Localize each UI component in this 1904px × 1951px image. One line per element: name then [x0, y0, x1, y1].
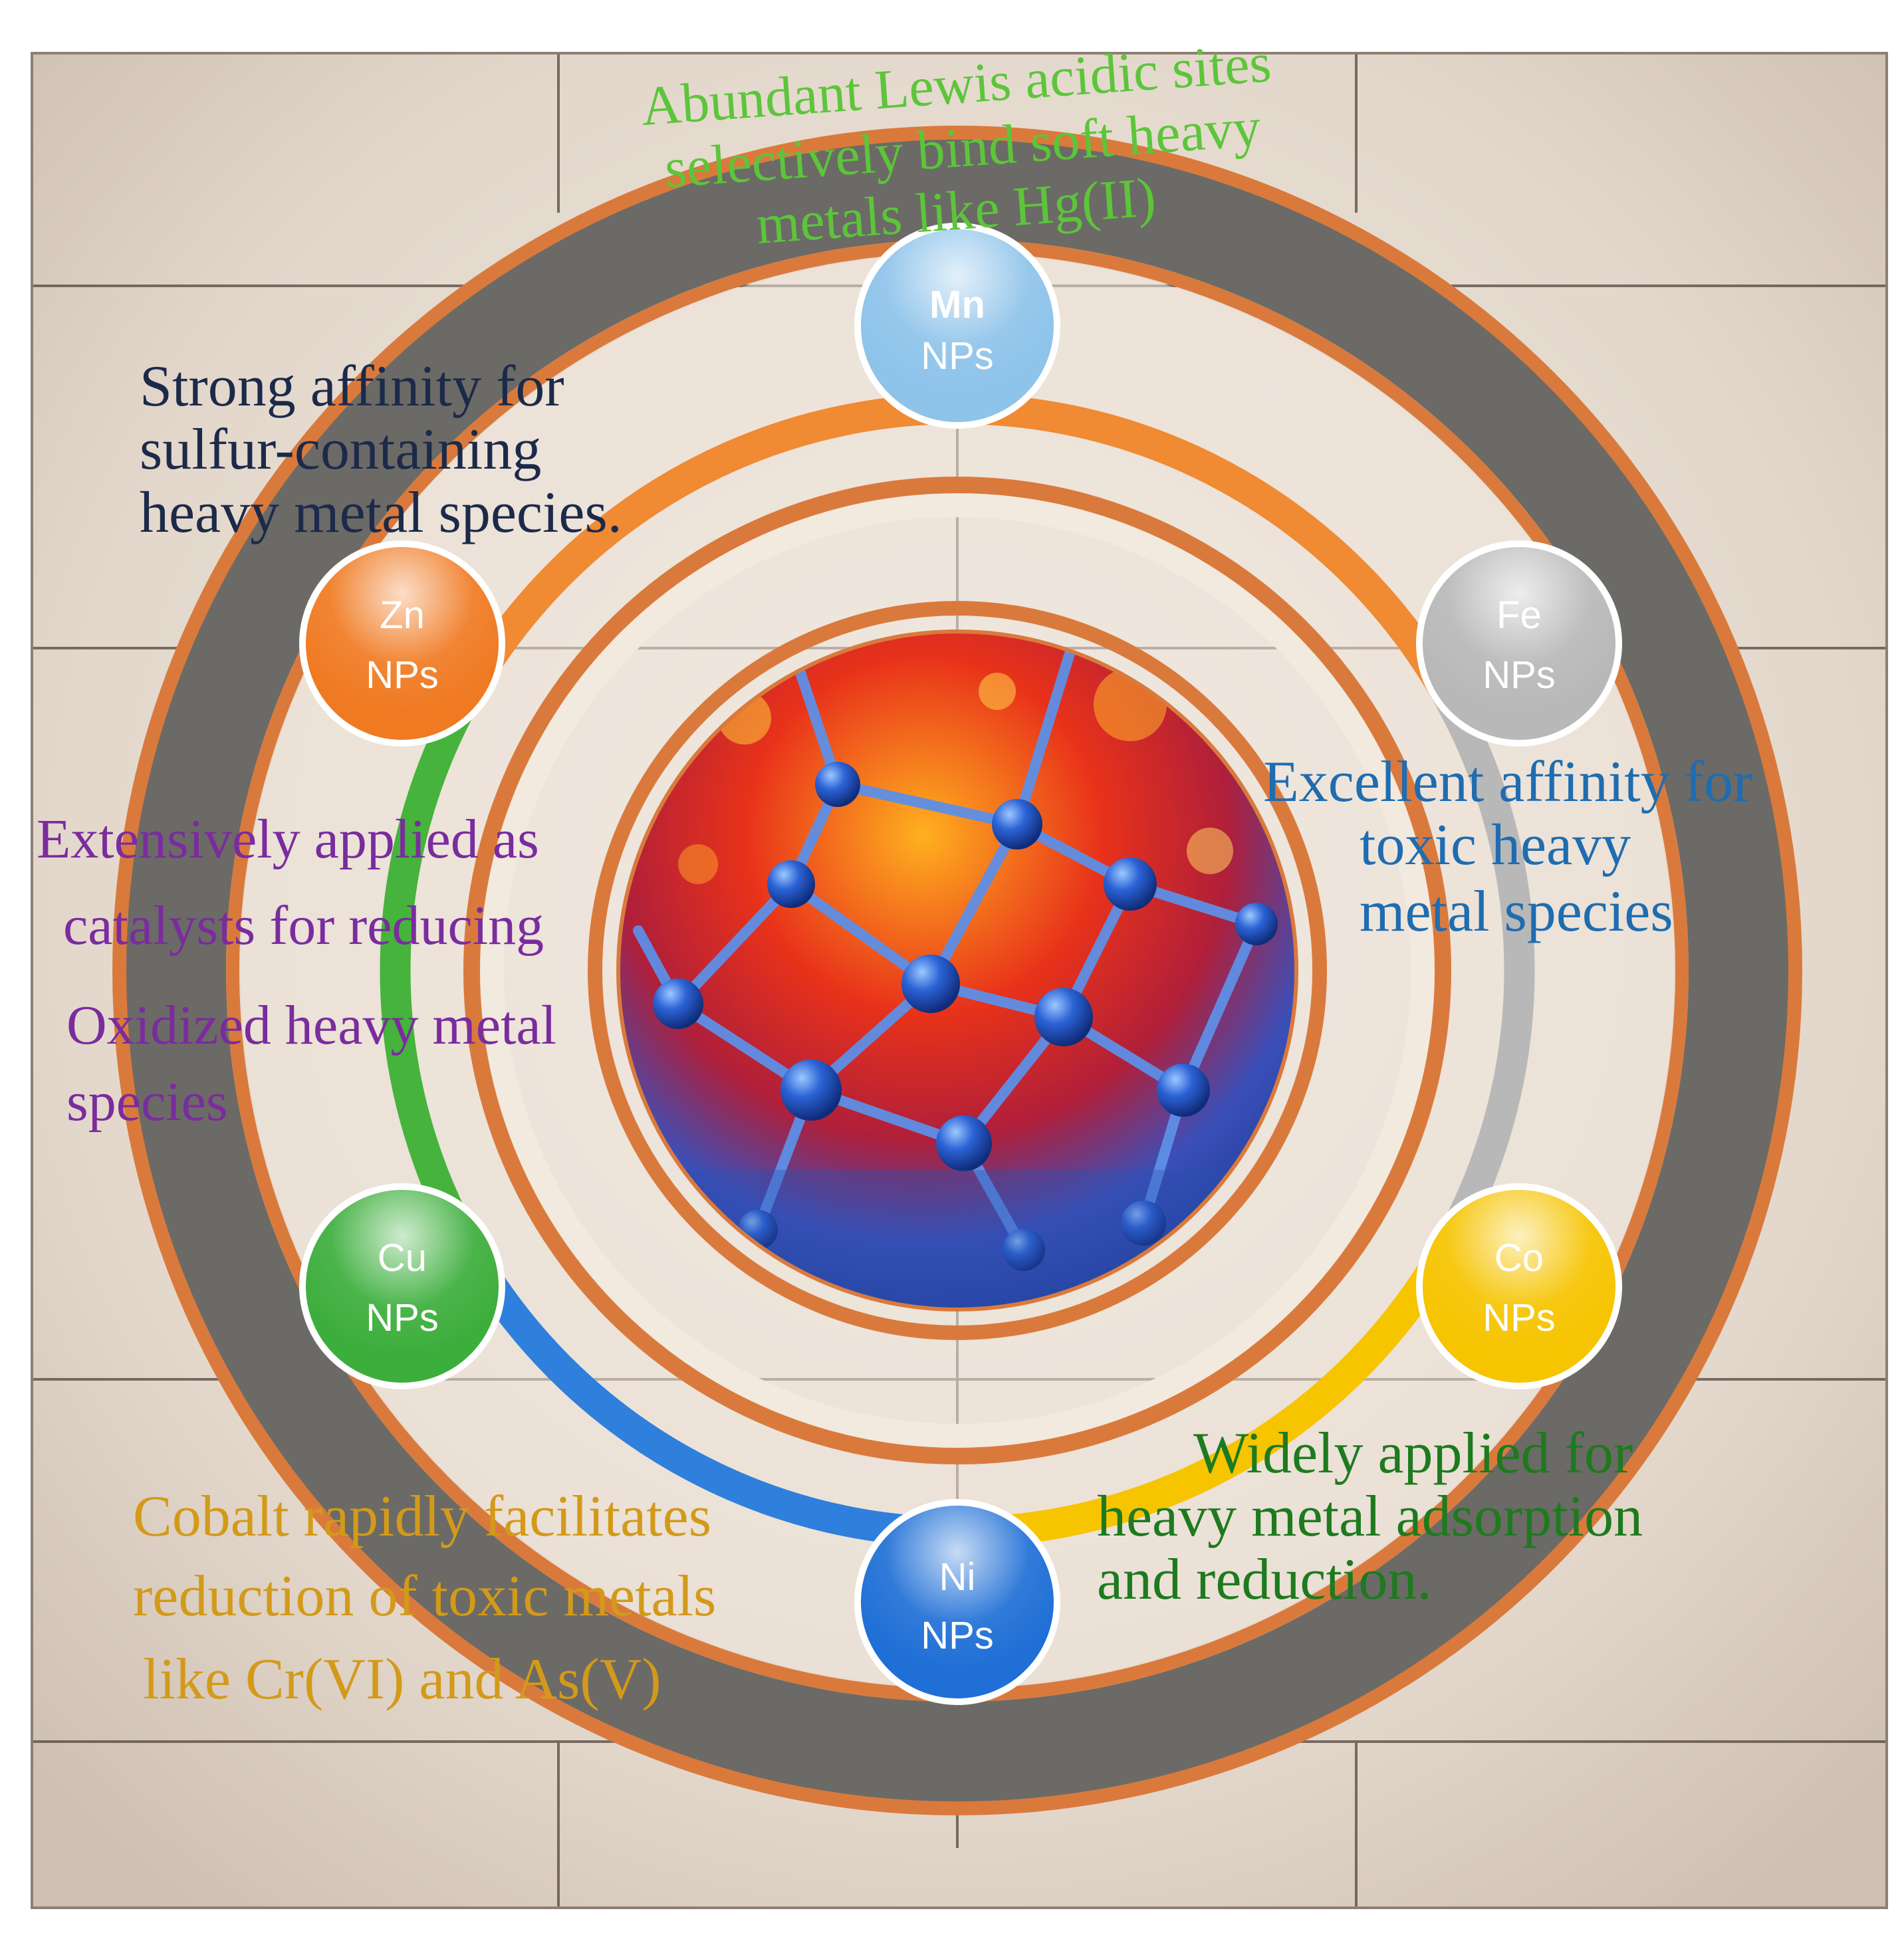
caption-fe-line-2: toxic heavy	[1360, 813, 1631, 877]
caption-ni-line-3: like Cr(VI) and As(V)	[143, 1647, 661, 1712]
cu-nps-node: Cu NPs	[299, 1183, 505, 1389]
caption-cu: Extensively applied as catalysts for red…	[37, 808, 556, 1133]
zn-nps-element-label: Zn	[380, 594, 425, 637]
mn-nps-element-label: Mn	[929, 283, 985, 326]
caption-fe-line-3: metal species	[1360, 879, 1673, 944]
ni-nps-node: Ni NPs	[854, 1499, 1060, 1705]
central-molecular-network-image	[616, 630, 1298, 1312]
cu-nps-element-label: Cu	[378, 1236, 427, 1280]
caption-zn-line-2: sulfur-containing	[140, 417, 541, 482]
ni-nps-suffix-label: NPs	[921, 1614, 994, 1657]
co-nps-suffix-label: NPs	[1483, 1296, 1556, 1339]
caption-ni: Cobalt rapidly facilitates reduction of …	[133, 1484, 716, 1712]
caption-cu-line-2: catalysts for reducing	[63, 895, 544, 957]
cu-nps-suffix-label: NPs	[366, 1296, 439, 1339]
caption-co-line-1: Widely applied for	[1193, 1421, 1633, 1486]
co-nps-element-label: Co	[1494, 1236, 1544, 1280]
zn-nps-node: Zn NPs	[299, 540, 505, 746]
caption-cu-line-4: species	[66, 1071, 228, 1133]
co-nps-node: Co NPs	[1416, 1183, 1622, 1389]
zn-nps-suffix-label: NPs	[366, 653, 439, 697]
caption-zn-line-3: heavy metal species.	[140, 481, 622, 545]
fe-nps-element-label: Fe	[1496, 594, 1542, 637]
caption-cu-line-1: Extensively applied as	[37, 808, 539, 870]
caption-cu-line-3: Oxidized heavy metal	[66, 994, 556, 1056]
mn-nps-suffix-label: NPs	[921, 334, 994, 378]
caption-co: Widely applied for heavy metal adsorptio…	[1097, 1421, 1643, 1612]
inner-ring-2	[588, 601, 1327, 1340]
caption-fe-line-1: Excellent affinity for	[1263, 750, 1752, 814]
caption-co-line-3: and reduction.	[1097, 1548, 1431, 1612]
caption-co-line-2: heavy metal adsorption	[1097, 1484, 1643, 1549]
mn-nps-node: Mn NPs	[854, 223, 1060, 429]
caption-zn: Strong affinity for sulfur-containing he…	[140, 354, 622, 545]
outer-copper-edge	[112, 126, 1802, 1815]
outer-dark-ring	[126, 140, 1788, 1801]
fe-nps-node: Fe NPs	[1416, 540, 1622, 746]
caption-zn-line-1: Strong affinity for	[140, 354, 564, 419]
inner-ring-1	[463, 477, 1451, 1464]
caption-ni-line-1: Cobalt rapidly facilitates	[133, 1484, 711, 1549]
ni-nps-element-label: Ni	[939, 1555, 976, 1599]
nanoparticle-arc-track	[380, 393, 1535, 1548]
caption-ni-line-2: reduction of toxic metals	[133, 1564, 716, 1629]
caption-fe: Excellent affinity for toxic heavy metal…	[1263, 750, 1752, 944]
fe-nps-suffix-label: NPs	[1483, 653, 1556, 697]
